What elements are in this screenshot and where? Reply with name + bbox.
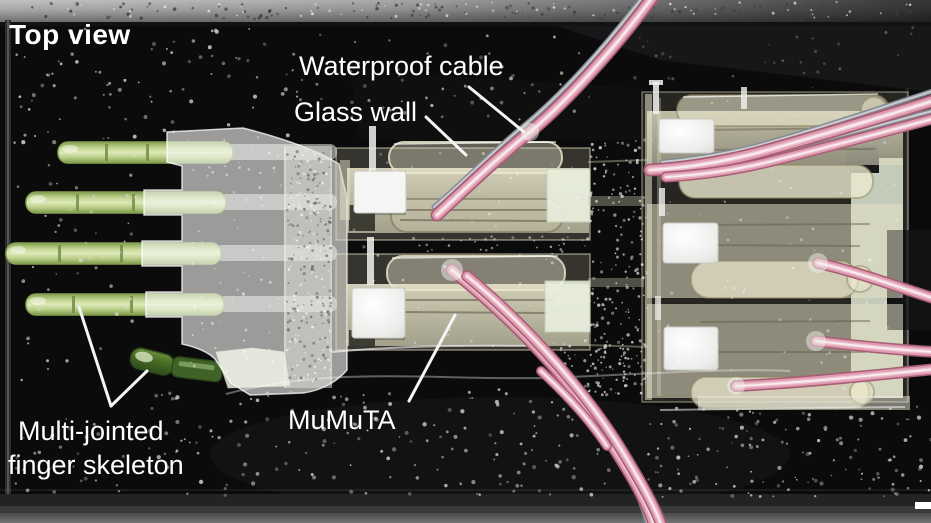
annotation-lines <box>77 85 526 408</box>
anchor-pin <box>369 126 376 171</box>
foam-float-block <box>662 222 719 264</box>
wrist-bubble-band <box>284 146 332 388</box>
waterproof-cable-pointer <box>467 85 526 134</box>
water-surface-reflection <box>545 12 931 92</box>
label-multi-jointed-finger-skeleton: Multi-jointed finger skeleton <box>8 414 238 482</box>
label-mumuta: MuMuTA <box>288 405 396 435</box>
foam-float-block <box>351 287 406 339</box>
label-top-view: Top view <box>9 19 131 50</box>
foam-float-block <box>353 170 407 214</box>
anchor-pin <box>653 82 659 114</box>
foam-float-block <box>663 326 719 371</box>
cable-layer <box>430 0 931 523</box>
mumuta-module-bottom <box>331 237 591 353</box>
mumuta-module-top <box>335 126 591 241</box>
foam-float-block <box>658 118 715 154</box>
tissue-anchor-block <box>544 280 591 333</box>
bubble-layer <box>13 0 931 498</box>
label-glass-wall: Glass wall <box>294 97 418 127</box>
tank-right-wall <box>906 88 909 402</box>
anchor-pin <box>659 188 665 216</box>
finger-skeleton-pointer-right <box>109 369 149 408</box>
robot-hand <box>5 127 348 396</box>
glass-wall-pointer <box>424 115 468 157</box>
label-multi-jointed-line2: finger skeleton <box>8 450 184 480</box>
scale-bar <box>915 502 931 509</box>
tissue-anchor-block <box>546 168 591 223</box>
label-multi-jointed-line1: Multi-jointed <box>18 416 164 446</box>
anchor-pin <box>655 296 661 320</box>
mumuta-pointer <box>407 313 457 403</box>
label-waterproof-cable: Waterproof cable <box>299 51 504 81</box>
finger-skeleton-pointer-left <box>77 305 113 408</box>
anchor-pin <box>741 87 747 109</box>
anchor-pin <box>367 237 374 285</box>
tank-bottom-rim <box>0 489 931 523</box>
